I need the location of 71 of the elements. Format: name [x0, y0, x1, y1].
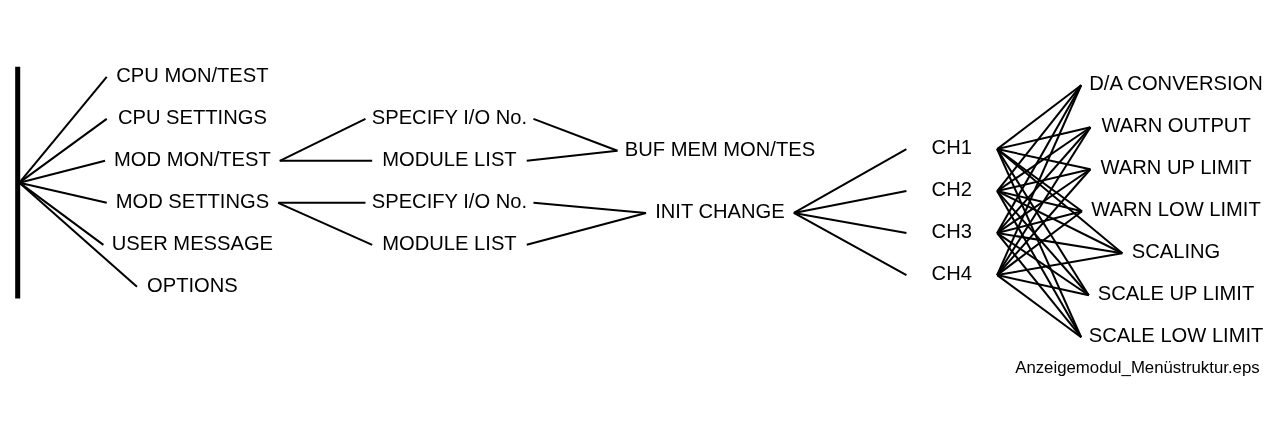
connector — [996, 168, 1092, 276]
connector — [996, 190, 1123, 255]
connector — [996, 232, 1082, 338]
connector — [533, 117, 618, 152]
node-text: OPTIONS — [147, 274, 238, 297]
connector — [996, 210, 1083, 276]
node-text: SPECIFY I/O No. — [371, 106, 528, 129]
connector — [996, 148, 1083, 338]
node-text: MODULE LIST — [382, 148, 517, 171]
connector — [526, 211, 647, 246]
node-text: CH1 — [931, 136, 972, 159]
node-text: INIT CHANGE — [655, 200, 785, 223]
connector — [793, 212, 907, 276]
connector — [996, 148, 1083, 213]
node-text: MODULE LIST — [382, 232, 517, 255]
connector — [996, 232, 1123, 255]
connector — [526, 149, 618, 162]
connector — [793, 190, 907, 214]
node-text: MOD MON/TEST — [114, 148, 271, 171]
connector — [278, 201, 366, 204]
connector — [19, 159, 106, 184]
connector — [996, 148, 1123, 254]
node-text: SCALE UP LIMIT — [1097, 282, 1255, 305]
node-bar — [15, 66, 21, 299]
connector — [996, 84, 1082, 234]
connector — [996, 168, 1091, 193]
caption: Anzeigemodul_Menüstruktur.eps — [1015, 357, 1260, 377]
node-text: CH2 — [931, 178, 972, 201]
connector — [996, 210, 1083, 235]
node-text: D/A CONVERSION — [1089, 72, 1263, 95]
connector — [793, 148, 907, 214]
connector — [996, 274, 1089, 297]
node-text: SCALING — [1131, 240, 1221, 263]
connector — [18, 76, 108, 184]
node-text: WARN UP LIMIT — [1100, 156, 1252, 179]
connector — [996, 190, 1090, 296]
connector — [996, 252, 1123, 277]
connector — [996, 84, 1083, 276]
node-text: WARN OUTPUT — [1101, 114, 1251, 137]
connector — [996, 232, 1090, 297]
connector — [996, 190, 1082, 338]
connector — [996, 126, 1091, 192]
connector — [18, 118, 108, 184]
connector — [996, 126, 1092, 234]
node-text: SPECIFY I/O No. — [371, 190, 528, 213]
node-text: BUF MEM MON/TES — [624, 137, 816, 160]
connector — [793, 211, 907, 235]
connector — [996, 168, 1091, 234]
node-text: CH3 — [931, 220, 972, 243]
connector — [18, 181, 104, 246]
connector — [996, 84, 1082, 150]
connector — [996, 274, 1082, 339]
node-text: USER MESSAGE — [111, 232, 274, 255]
connector — [279, 159, 373, 162]
node-text: MOD SETTINGS — [115, 190, 270, 213]
connector — [996, 148, 1090, 296]
connector — [996, 148, 1091, 171]
connector — [533, 201, 647, 214]
connector — [996, 84, 1082, 192]
connector — [279, 117, 366, 162]
connector — [996, 190, 1083, 213]
node-text: CPU MON/TEST — [116, 64, 269, 87]
connector — [996, 126, 1092, 276]
connector — [996, 126, 1091, 151]
node-text: CPU SETTINGS — [117, 106, 267, 129]
node-text: SCALE LOW LIMIT — [1088, 324, 1264, 347]
node-text: WARN LOW LIMIT — [1091, 198, 1261, 221]
connector — [277, 201, 373, 246]
connector — [19, 181, 107, 204]
connector — [18, 181, 138, 288]
node-text: CH4 — [931, 262, 972, 285]
